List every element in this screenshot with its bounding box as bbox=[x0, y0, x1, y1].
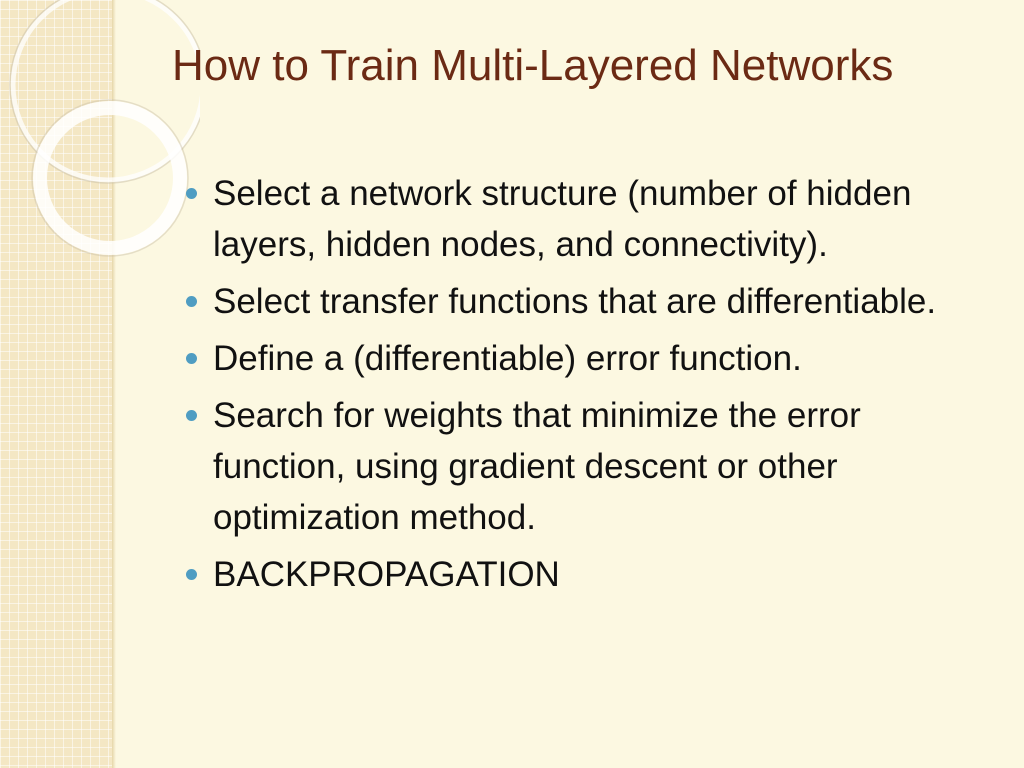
decorative-circle-small bbox=[33, 101, 187, 255]
bullet-dot-icon bbox=[186, 410, 197, 421]
decorative-circle-small-outline bbox=[31, 99, 189, 257]
decorative-circle-large-outline bbox=[9, 0, 200, 184]
decorative-circles bbox=[9, 0, 200, 257]
bullet-dot-icon bbox=[186, 188, 197, 199]
bullet-dot-icon bbox=[186, 569, 197, 580]
bullet-text: Define a (differentiable) error function… bbox=[213, 339, 802, 378]
side-panel-edge bbox=[112, 0, 116, 768]
bullet-text: Select a network structure (number of hi… bbox=[213, 174, 912, 264]
bullet-item: Select transfer functions that are diffe… bbox=[184, 276, 974, 327]
bullet-dot-icon bbox=[186, 296, 197, 307]
bullet-item: BACKPROPAGATION bbox=[184, 549, 974, 600]
decorative-circle-large bbox=[10, 0, 200, 183]
bullet-dot-icon bbox=[186, 353, 197, 364]
slide-title: How to Train Multi-Layered Networks bbox=[172, 41, 894, 90]
bullet-item: Search for weights that minimize the err… bbox=[184, 390, 974, 543]
bullet-text: Search for weights that minimize the err… bbox=[213, 396, 861, 537]
bullet-list: Select a network structure (number of hi… bbox=[184, 168, 974, 606]
bullet-item: Select a network structure (number of hi… bbox=[184, 168, 974, 270]
bullet-item: Define a (differentiable) error function… bbox=[184, 333, 974, 384]
bullet-text: Select transfer functions that are diffe… bbox=[213, 282, 937, 321]
bullet-text: BACKPROPAGATION bbox=[213, 555, 560, 594]
